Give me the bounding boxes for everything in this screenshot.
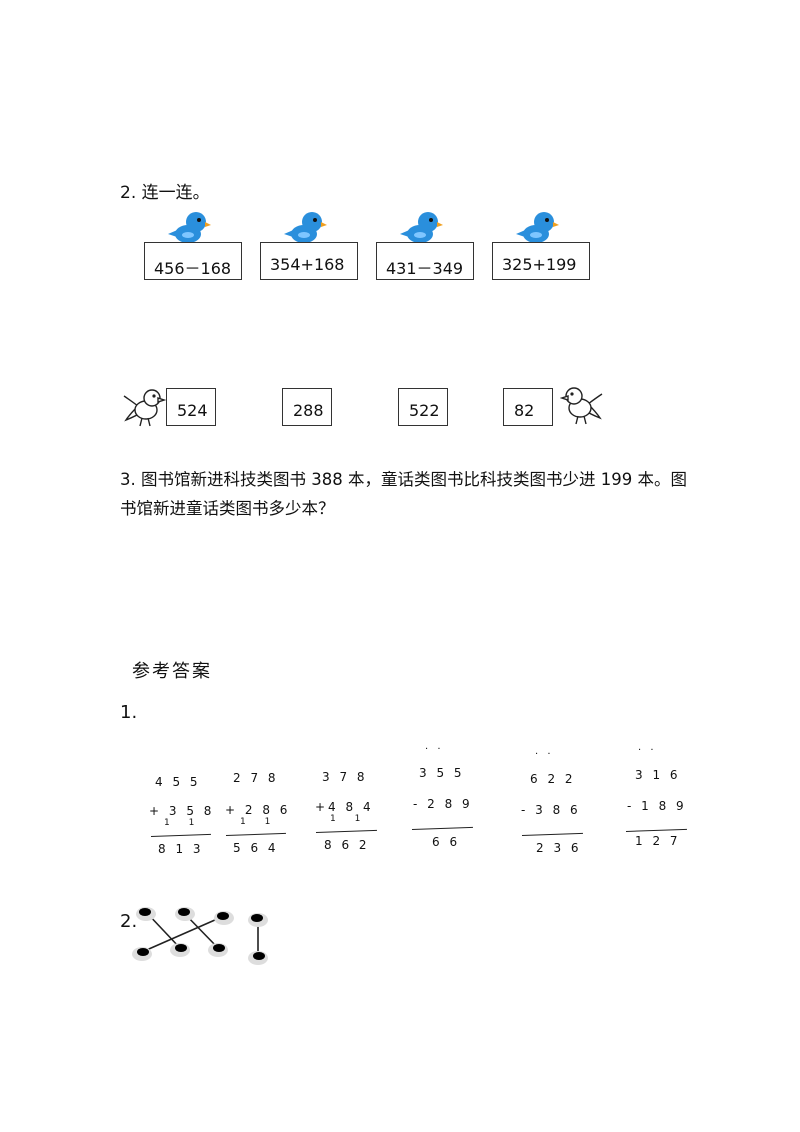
question-2-title: 2. 连一连。 — [120, 183, 210, 203]
calc-result: 6 6 — [432, 835, 461, 849]
answer-box: 288 — [282, 388, 332, 426]
calc-top-number: 4 5 5 — [155, 775, 201, 789]
borrow-dots: · · — [425, 744, 444, 755]
question-3-text: 3. 图书馆新进科技类图书 388 本，童话类图书比科技类图书少进 199 本。… — [120, 470, 687, 518]
expression-box: 456－168 — [144, 242, 242, 280]
matching-answer-diagram — [132, 907, 268, 965]
calc-carry-marks: 1 1 — [164, 818, 203, 828]
calc-line — [625, 828, 687, 832]
borrow-dots: · · — [638, 745, 657, 756]
calc-result: 2 3 6 — [536, 841, 582, 855]
answer-box: 82 — [503, 388, 553, 426]
expression-box: 325+199 — [492, 242, 590, 280]
calc-result: 5 6 4 — [233, 841, 279, 855]
calc-line — [150, 833, 211, 837]
calc-result: 1 2 7 — [635, 834, 681, 848]
blue-bird-icon — [284, 212, 327, 246]
calc-second-number: - 3 8 6 — [521, 803, 581, 817]
calc-second-number: - 1 8 9 — [627, 799, 687, 813]
answer-key-title: 参考答案 — [132, 661, 212, 682]
calc-carry-marks: 1 1 — [240, 817, 279, 827]
calc-line — [315, 829, 377, 833]
borrow-dots: · · — [535, 749, 554, 760]
calc-top-number: 3 7 8 — [322, 770, 368, 784]
answer-box: 524 — [166, 388, 216, 426]
calc-line — [521, 832, 583, 836]
blue-bird-icon — [168, 212, 211, 246]
calc-top-number: 3 5 5 — [419, 766, 465, 780]
calc-top-number: 2 7 8 — [233, 771, 279, 785]
blue-bird-icon — [516, 212, 559, 246]
expression-box: 431－349 — [376, 242, 474, 280]
calc-second-number: - 2 8 9 — [413, 797, 473, 811]
answer-part-1-label: 1. — [120, 702, 138, 723]
calc-top-number: 6 2 2 — [530, 772, 576, 786]
calc-result: 8 1 3 — [158, 842, 204, 856]
calc-top-number: 3 1 6 — [635, 768, 681, 782]
calc-line — [411, 826, 473, 830]
answer-box: 522 — [398, 388, 448, 426]
outline-bird-icon — [560, 387, 603, 425]
calc-second-number: +4 8 4 — [315, 800, 374, 814]
calc-second-number: + 2 8 6 — [225, 803, 291, 817]
calc-result: 8 6 2 — [324, 838, 370, 852]
calc-line — [225, 832, 286, 836]
answer-part-2-label: 2. — [120, 911, 138, 932]
outline-bird-icon — [123, 389, 166, 427]
calc-carry-marks: 1 1 — [330, 814, 369, 824]
calc-second-number: + 3 5 8 — [149, 804, 215, 818]
expression-box: 354+168 — [260, 242, 358, 280]
blue-bird-icon — [400, 212, 443, 246]
